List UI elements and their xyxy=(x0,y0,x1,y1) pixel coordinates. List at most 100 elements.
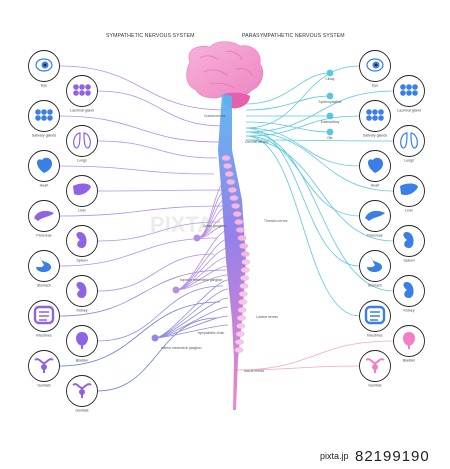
ganglion-nerve xyxy=(154,324,229,339)
superior-mesenteric-label: superior mesenteric ganglion xyxy=(180,278,222,282)
vertebra xyxy=(238,291,248,297)
thoracic-nerves-label: Thoracic nerves xyxy=(264,219,288,223)
parasympathetic-nerve xyxy=(245,139,394,242)
intestines-icon xyxy=(364,305,386,325)
cranial-nerve xyxy=(245,121,331,133)
lungs-icon xyxy=(73,132,91,149)
sympathetic-organ-spleen-7: Spleen xyxy=(66,225,98,263)
sympathetic-organ-label: Spleen xyxy=(76,259,87,263)
sympathetic-nerve xyxy=(97,253,215,292)
parasympathetic-organ-kidney-9: Kidney xyxy=(393,275,425,313)
cervical-nerves-label: Cervical nerves xyxy=(245,140,268,144)
sympathetic-organ-label: Lacrimal gland xyxy=(70,109,93,113)
sympathetic-organ-lacrimal-gland-1: Lacrimal gland xyxy=(66,75,98,113)
stomach-icon xyxy=(367,257,383,273)
sympathetic-organ-label: Eye xyxy=(41,84,47,88)
parasympathetic-organ-eye-0: Eye xyxy=(359,50,391,88)
vertebra xyxy=(239,283,249,289)
parasympathetic-organ-liver-5: Liver xyxy=(393,175,425,213)
credit-site: pixta.jp xyxy=(320,451,349,461)
sympathetic-organ-intestines-10: Intestines xyxy=(28,300,60,338)
vertebra xyxy=(227,187,237,193)
parasympathetic-nerve xyxy=(245,131,394,292)
bladder-icon xyxy=(403,332,415,349)
superior-mesenteric-ganglion xyxy=(172,286,180,294)
sympathetic-organ-label: Liver xyxy=(78,209,87,213)
sympathetic-nerve xyxy=(97,221,221,242)
parasympathetic-organ-label: Kidney xyxy=(404,309,415,313)
genitals-icon xyxy=(72,383,92,398)
sympathetic-organ-label: Genitals xyxy=(75,409,88,413)
parasympathetic-nerve xyxy=(235,365,360,371)
sympathetic-organ-pancreas-6: Pancreas xyxy=(28,200,60,238)
heart-icon xyxy=(37,157,53,173)
sympathetic-nerve xyxy=(59,205,224,217)
parasympathetic-organ-label: Pancreas xyxy=(367,234,382,238)
sympathetic-organ-label: Pancreas xyxy=(36,234,51,238)
lungs-icon xyxy=(400,132,418,149)
parasympathetic-organ-label: Liver xyxy=(405,209,414,213)
nerve-lines xyxy=(59,65,394,392)
sympathetic-organ-label: Genitals xyxy=(37,384,50,388)
sympathetic-header: SYMPATHETIC NERVOUS SYSTEM xyxy=(106,33,195,39)
vertebra xyxy=(234,347,244,353)
vertebrae xyxy=(221,155,251,353)
celiac-ganglion xyxy=(193,234,201,242)
ganglion-nerve xyxy=(175,274,229,291)
sympathetic-organ-genitals-13: Genitals xyxy=(66,375,98,413)
liver-icon xyxy=(400,183,418,196)
parasympathetic-organ-genitals-12: Genitals xyxy=(359,350,391,388)
liver-icon xyxy=(73,183,91,196)
genitals-icon xyxy=(365,358,385,373)
sympathetic-nerve xyxy=(59,115,221,143)
vertebra xyxy=(235,331,245,337)
parasympathetic-organ-label: Lacrimal gland xyxy=(397,109,420,113)
sympathetic-organ-bladder-11: Bladder xyxy=(66,325,98,363)
sympathetic-organ-eye-0: Eye xyxy=(28,50,60,88)
pancreas-icon xyxy=(365,210,385,221)
spleen-icon xyxy=(403,231,414,248)
vertebra xyxy=(240,267,250,273)
sympathetic-nerve xyxy=(59,301,221,367)
vertebra xyxy=(221,155,231,161)
salivary-glands-icon xyxy=(35,109,53,121)
vertebra xyxy=(232,211,242,217)
vertebra xyxy=(236,323,246,329)
vertebra xyxy=(235,339,244,345)
parasympathetic-organ-spleen-7: Spleen xyxy=(393,225,425,263)
spinal-cord xyxy=(218,94,251,410)
ganglion-label: Otic xyxy=(327,136,333,140)
parasympathetic-nerve xyxy=(245,127,360,167)
vertebra xyxy=(241,259,251,265)
organ-circle xyxy=(393,125,425,157)
stomach-icon xyxy=(36,257,52,273)
intestines-icon xyxy=(33,305,55,325)
ganglion-otic xyxy=(326,128,334,136)
sympathetic-organ-heart-4: Heart xyxy=(28,150,60,188)
inferior-mesenteric-label: inferior mesenteric ganglion xyxy=(161,346,202,350)
vertebra xyxy=(235,227,245,233)
vertebra xyxy=(237,307,247,313)
sympathetic-organ-label: Salivary glands xyxy=(32,134,57,138)
sympathetic-nerve xyxy=(97,317,218,392)
sympathetic-organ-liver-5: Liver xyxy=(66,175,98,213)
sympathetic-organ-salivary-glands-2: Salivary glands xyxy=(28,100,60,138)
parasympathetic-nerve xyxy=(245,131,394,192)
ganglion-label: Sphenopalatine xyxy=(319,100,342,104)
sympathetic-organ-label: Heart xyxy=(40,184,49,188)
parasympathetic-nerve xyxy=(245,127,360,267)
sympathetic-organ-stomach-8: Stomach xyxy=(28,250,60,288)
ganglion-submaxillary xyxy=(326,112,334,120)
vertebra xyxy=(234,219,244,225)
vertebra xyxy=(229,195,239,201)
parasympathetic-nerve xyxy=(245,65,360,129)
sympathetic-nerve xyxy=(59,65,227,111)
vertebra xyxy=(237,235,247,241)
vertebra xyxy=(226,179,236,185)
sympathetic-nerve xyxy=(59,237,218,267)
cranial-nerves-label: Cranial nerves xyxy=(204,114,226,118)
parasympathetic-organ-label: Spleen xyxy=(403,259,414,263)
parasympathetic-organ-intestines-10: Intestines xyxy=(359,300,391,338)
